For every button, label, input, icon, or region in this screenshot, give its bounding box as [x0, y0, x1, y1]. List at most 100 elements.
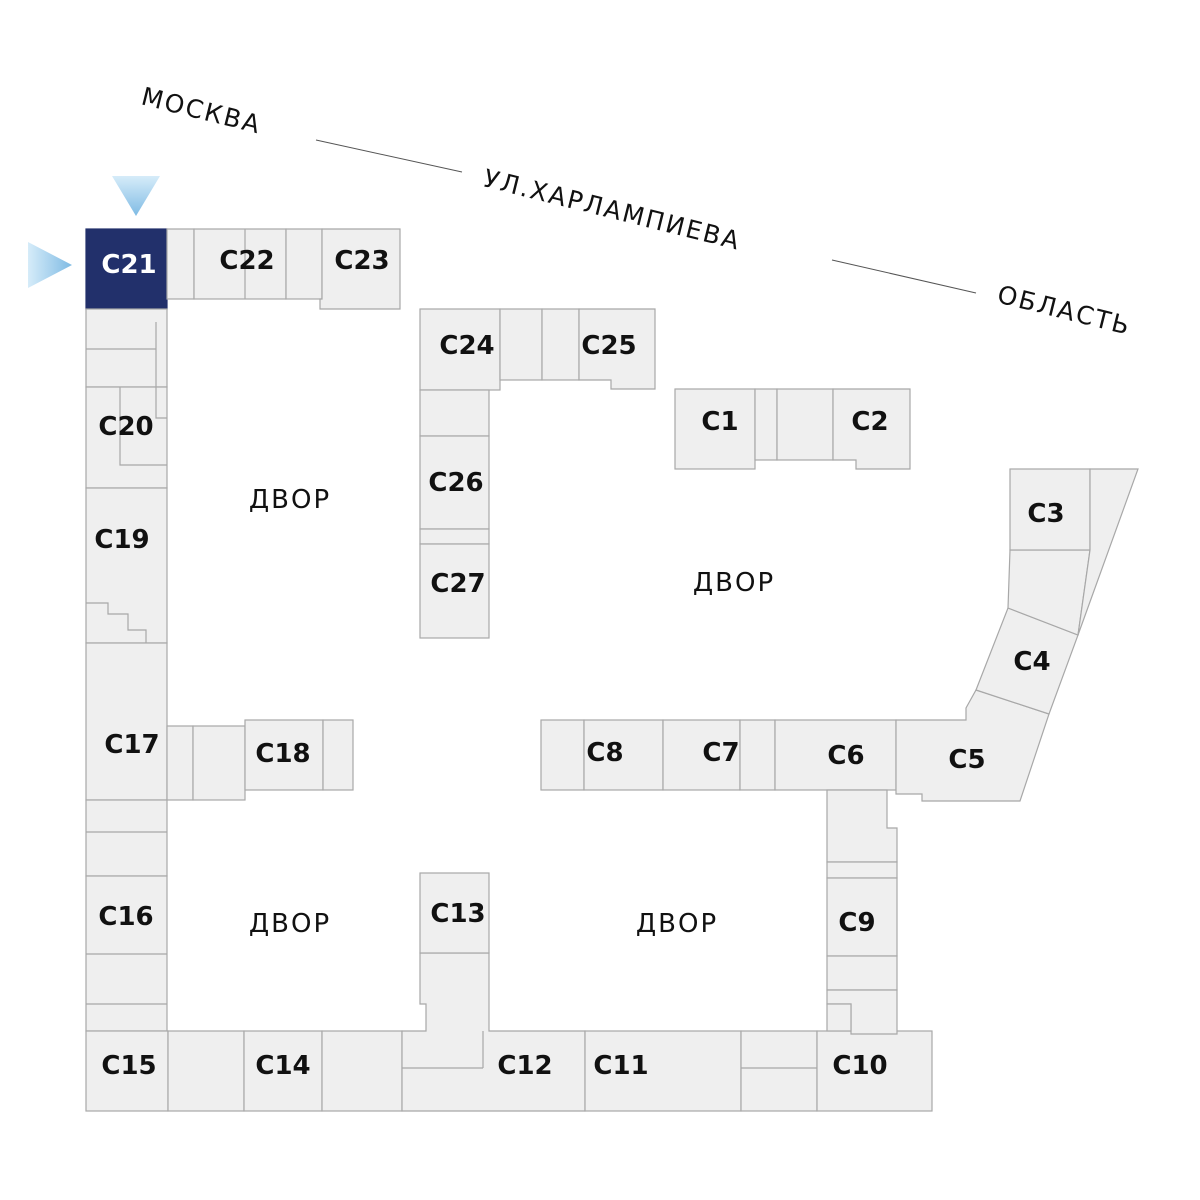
section-c26[interactable] — [419, 435, 490, 530]
section-c9-stair[interactable] — [826, 1003, 852, 1032]
street-labels: МОСКВА УЛ.ХАРЛАМПИЕВА ОБЛАСТЬ — [139, 82, 1135, 341]
section-c5[interactable] — [895, 689, 1050, 802]
section-label-c17: С17 — [104, 730, 159, 760]
c18-wing — [166, 719, 354, 801]
section-label-c21: С21 — [101, 250, 156, 280]
section-label-c18: С18 — [255, 739, 310, 769]
section-c13[interactable] — [419, 872, 490, 954]
section-label-c19: С19 — [94, 525, 149, 555]
street-line-2 — [831, 259, 977, 294]
marker-right-icon — [28, 242, 72, 288]
section-c21[interactable] — [85, 228, 168, 310]
section-c25-annex[interactable] — [541, 308, 580, 381]
section-c8[interactable] — [583, 719, 664, 791]
section-c14[interactable] — [243, 1030, 323, 1112]
section-label-c6: С6 — [827, 741, 864, 771]
top-wing — [193, 228, 401, 310]
c1-c2-wing — [674, 388, 911, 470]
section-label-c2: С2 — [851, 407, 888, 437]
section-c25[interactable] — [578, 308, 656, 390]
section-label-c25: С25 — [581, 331, 636, 361]
divider — [155, 387, 167, 419]
section-c18[interactable] — [244, 719, 324, 791]
section-c17-annex[interactable] — [166, 725, 194, 801]
left-wing — [85, 228, 195, 1032]
section-c27[interactable] — [419, 543, 490, 639]
section-c16-upper[interactable] — [85, 799, 168, 877]
street-line-1 — [315, 139, 463, 173]
street-label-moscow: МОСКВА — [139, 82, 265, 140]
section-label-c1: С1 — [701, 407, 738, 437]
section-label-c12: С12 — [497, 1051, 552, 1081]
section-c17[interactable] — [85, 642, 168, 801]
section-c11-annex[interactable] — [740, 1030, 818, 1112]
section-label-c3: С3 — [1027, 499, 1064, 529]
section-label-c24: С24 — [439, 331, 494, 361]
section-label-c8: С8 — [586, 738, 623, 768]
marker-down-icon — [112, 176, 160, 216]
section-label-c14: С14 — [255, 1051, 310, 1081]
yard-label: ДВОР — [693, 568, 775, 598]
section-c11[interactable] — [584, 1030, 742, 1112]
section-c20-upper[interactable] — [85, 308, 168, 388]
section-c27-corridor[interactable] — [419, 528, 490, 545]
section-label-c27: С27 — [430, 569, 485, 599]
section-c22[interactable] — [193, 228, 287, 300]
section-label-c4: С4 — [1013, 647, 1050, 677]
yard-labels: ДВОР ДВОР ДВОР ДВОР — [249, 485, 775, 939]
section-label-c5: С5 — [948, 745, 985, 775]
section-c1[interactable] — [674, 388, 756, 470]
section-c14-annex[interactable] — [321, 1030, 403, 1112]
section-c19[interactable] — [85, 487, 168, 644]
section-c15-annex[interactable] — [167, 1030, 245, 1112]
section-c7-annex[interactable] — [739, 719, 776, 791]
section-c22-annex[interactable] — [285, 228, 323, 300]
section-c20[interactable] — [85, 386, 168, 489]
divider — [119, 387, 167, 466]
section-label-c23: С23 — [334, 246, 389, 276]
section-c2[interactable] — [832, 388, 911, 470]
section-label-c10: С10 — [832, 1051, 887, 1081]
section-c9-lower[interactable] — [826, 955, 898, 991]
street-label-street: УЛ.ХАРЛАМПИЕВА — [481, 164, 744, 256]
yard-label: ДВОР — [636, 909, 718, 939]
c5-c9-wing — [540, 719, 898, 1035]
section-c18-end[interactable] — [322, 719, 354, 791]
section-label-c9: С9 — [838, 908, 875, 938]
section-c1-annex[interactable] — [754, 388, 778, 461]
section-c6[interactable] — [774, 719, 897, 791]
bottom-wing — [85, 872, 933, 1112]
section-label-c15: С15 — [101, 1051, 156, 1081]
divider — [86, 602, 147, 643]
section-label-c11: С11 — [593, 1051, 648, 1081]
section-c23[interactable] — [319, 228, 401, 310]
section-c2-annex[interactable] — [776, 388, 834, 461]
section-c3-annex[interactable] — [1077, 468, 1139, 636]
section-c21-annex[interactable] — [166, 228, 195, 300]
section-c24-annex[interactable] — [499, 308, 543, 381]
section-label-c22: С22 — [219, 246, 274, 276]
section-c12[interactable] — [401, 952, 586, 1112]
section-c8-annex[interactable] — [540, 719, 585, 791]
section-c18-corridor[interactable] — [192, 725, 246, 801]
section-labels: С21 С22 С23 С20 С19 С17 С18 С16 С15 С14 … — [94, 246, 1064, 1081]
section-label-c13: С13 — [430, 899, 485, 929]
section-c10[interactable] — [816, 1030, 933, 1112]
section-c9-corridor[interactable] — [826, 861, 898, 879]
yard-label: ДВОР — [249, 909, 331, 939]
section-label-c26: С26 — [428, 468, 483, 498]
section-label-c16: С16 — [98, 902, 153, 932]
section-c3[interactable] — [1009, 468, 1091, 551]
section-c15[interactable] — [85, 1030, 169, 1112]
section-c26-upper[interactable] — [419, 389, 490, 437]
section-c7[interactable] — [662, 719, 741, 791]
section-c24[interactable] — [419, 308, 501, 391]
section-c6-stem[interactable] — [826, 789, 898, 863]
street-label-oblast: ОБЛАСТЬ — [995, 280, 1135, 341]
section-label-c20: С20 — [98, 412, 153, 442]
yard-label: ДВОР — [249, 485, 331, 515]
center-wing — [419, 308, 656, 639]
right-wing — [895, 468, 1139, 802]
section-label-c7: С7 — [702, 738, 739, 768]
